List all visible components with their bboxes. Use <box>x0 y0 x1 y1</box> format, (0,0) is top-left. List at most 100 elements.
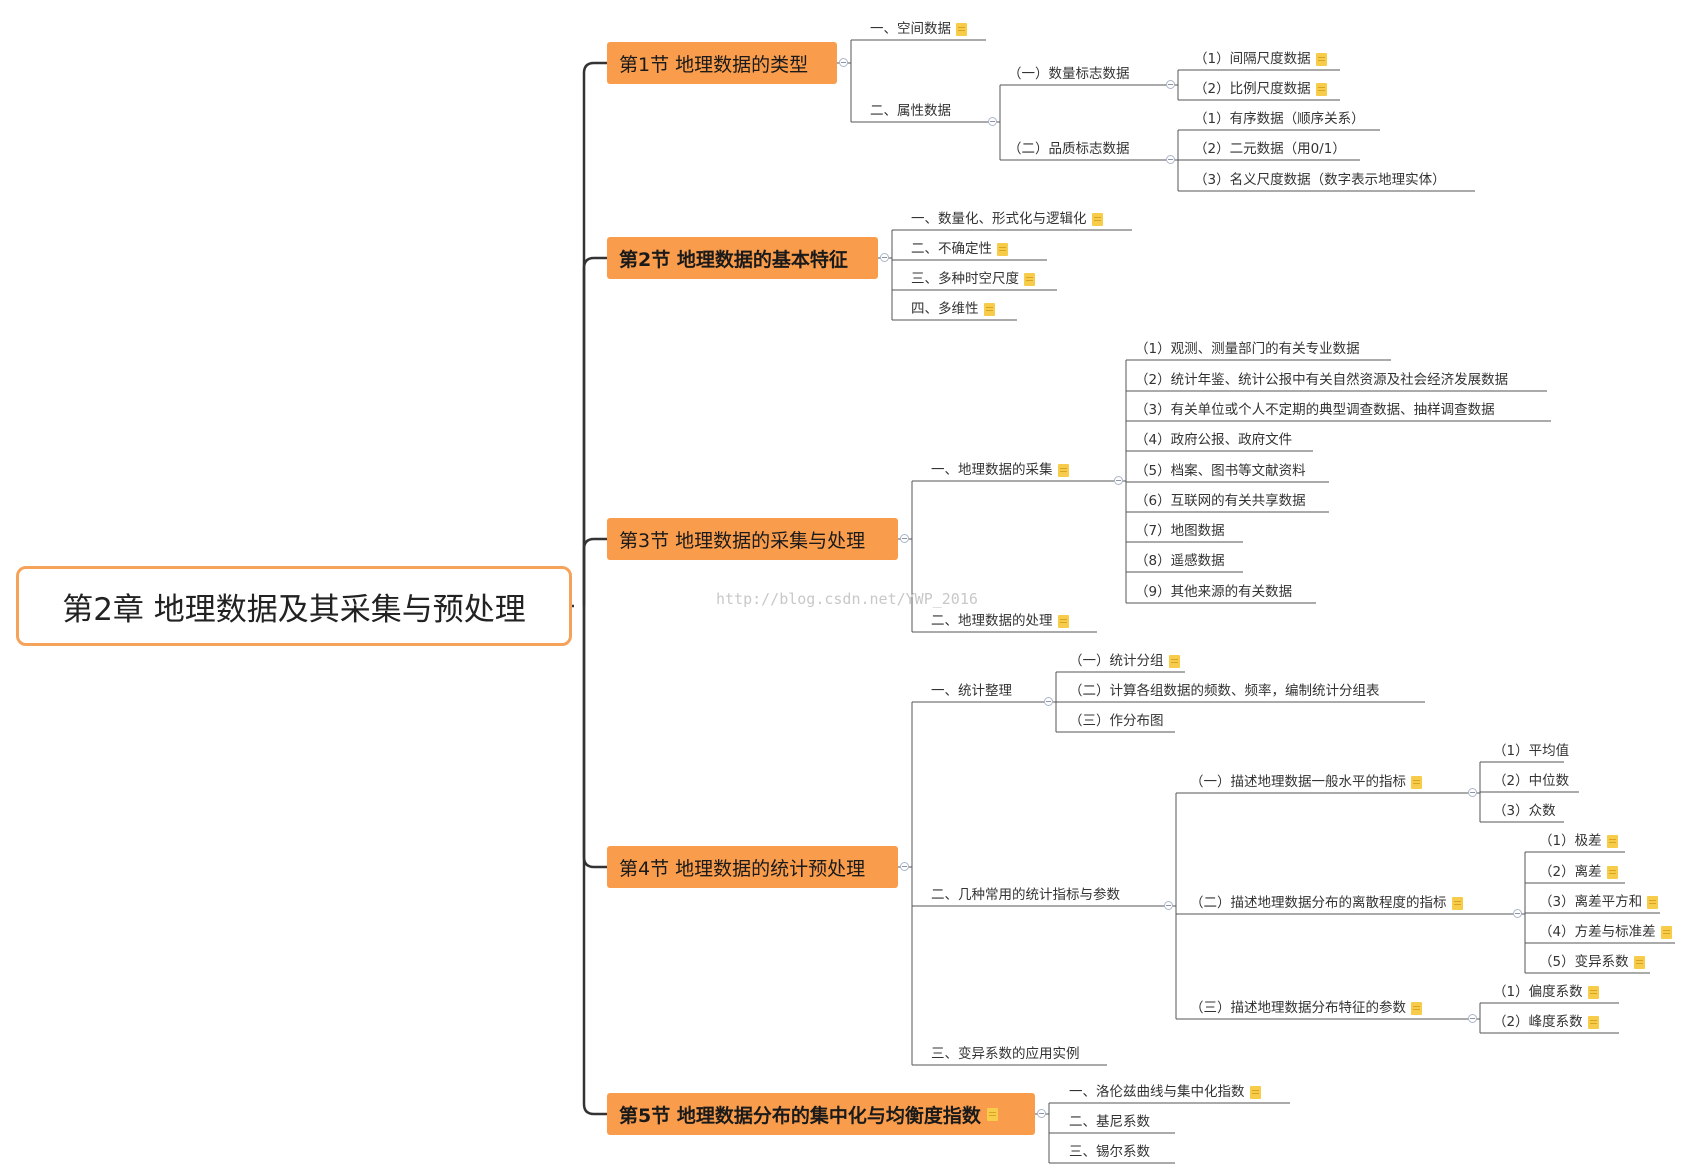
topic-node[interactable]: （4）政府公报、政府文件 <box>1135 431 1292 449</box>
note-icon[interactable] <box>997 242 1008 256</box>
topic-node[interactable]: 一、地理数据的采集 <box>931 461 1069 479</box>
topic-node[interactable]: （3）名义尺度数据（数字表示地理实体） <box>1194 171 1446 189</box>
collapse-toggle-icon[interactable] <box>1037 1109 1046 1118</box>
topic-label: （1）间隔尺度数据 <box>1194 51 1311 67</box>
section-topic-3[interactable]: 第3节 地理数据的采集与处理 <box>607 518 898 560</box>
topic-label: （一）描述地理数据一般水平的指标 <box>1190 774 1406 790</box>
note-icon[interactable] <box>983 302 995 316</box>
topic-node[interactable]: 二、地理数据的处理 <box>931 612 1069 630</box>
topic-label: （二）品质标志数据 <box>1008 141 1130 157</box>
topic-node[interactable]: 二、几种常用的统计指标与参数 <box>931 886 1120 904</box>
topic-label: 一、空间数据 <box>870 21 951 37</box>
topic-node[interactable]: （4）方差与标准差 <box>1539 923 1672 941</box>
collapse-toggle-icon[interactable] <box>1468 1014 1477 1023</box>
collapse-toggle-icon[interactable] <box>1468 788 1477 797</box>
topic-node[interactable]: 一、洛伦兹曲线与集中化指数 <box>1069 1083 1261 1101</box>
collapse-toggle-icon[interactable] <box>988 117 997 126</box>
topic-node[interactable]: （5）档案、图书等文献资料 <box>1135 462 1306 480</box>
note-icon[interactable] <box>1647 895 1659 909</box>
topic-node[interactable]: 一、数量化、形式化与逻辑化 <box>911 210 1103 228</box>
topic-node[interactable]: （二）品质标志数据 <box>1008 140 1130 158</box>
collapse-toggle-icon[interactable] <box>839 58 848 67</box>
note-icon[interactable] <box>1633 955 1645 969</box>
note-icon[interactable] <box>1411 775 1422 789</box>
section-topic-label: 第3节 地理数据的采集与处理 <box>619 529 866 552</box>
note-icon[interactable] <box>1249 1085 1261 1099</box>
collapse-toggle-icon[interactable] <box>880 253 889 262</box>
topic-node[interactable]: 二、基尼系数 <box>1069 1113 1150 1131</box>
topic-node[interactable]: （6）互联网的有关共享数据 <box>1135 492 1306 510</box>
topic-node[interactable]: （3）有关单位或个人不定期的典型调查数据、抽样调查数据 <box>1135 401 1495 419</box>
note-icon[interactable] <box>1315 82 1327 96</box>
topic-node[interactable]: （1）极差 <box>1539 832 1618 850</box>
note-icon[interactable] <box>1057 614 1069 628</box>
note-icon[interactable] <box>1587 1015 1599 1029</box>
collapse-toggle-icon[interactable] <box>900 534 909 543</box>
topic-label: （8）遥感数据 <box>1135 553 1225 569</box>
topic-label: 一、洛伦兹曲线与集中化指数 <box>1069 1084 1245 1100</box>
topic-node[interactable]: 三、变异系数的应用实例 <box>931 1045 1080 1063</box>
note-icon[interactable] <box>1091 212 1103 226</box>
note-icon[interactable] <box>1024 272 1035 286</box>
section-topic-5[interactable]: 第5节 地理数据分布的集中化与均衡度指数 <box>607 1093 1035 1135</box>
topic-node[interactable]: 二、属性数据 <box>870 102 951 120</box>
topic-node[interactable]: （二）计算各组数据的频数、频率，编制统计分组表 <box>1069 682 1380 700</box>
topic-node[interactable]: （二）描述地理数据分布的离散程度的指标 <box>1190 894 1463 912</box>
topic-label: （5）变异系数 <box>1539 954 1629 970</box>
collapse-toggle-icon[interactable] <box>1166 80 1175 89</box>
topic-node[interactable]: （8）遥感数据 <box>1135 552 1225 570</box>
section-topic-4[interactable]: 第4节 地理数据的统计预处理 <box>607 846 898 888</box>
topic-node[interactable]: （三）描述地理数据分布特征的参数 <box>1190 999 1422 1017</box>
note-icon[interactable] <box>1660 925 1672 939</box>
topic-node[interactable]: （1）偏度系数 <box>1493 983 1599 1001</box>
topic-node[interactable]: （1）间隔尺度数据 <box>1194 50 1327 68</box>
root-topic[interactable]: 第2章 地理数据及其采集与预处理 <box>16 566 572 646</box>
topic-node[interactable]: 三、锡尔系数 <box>1069 1143 1150 1161</box>
topic-node[interactable]: （2）离差 <box>1539 863 1618 881</box>
note-icon[interactable] <box>1587 985 1599 999</box>
note-icon[interactable] <box>1411 1001 1422 1015</box>
note-icon[interactable] <box>1451 896 1463 910</box>
topic-label: （2）比例尺度数据 <box>1194 81 1311 97</box>
topic-node[interactable]: （三）作分布图 <box>1069 712 1164 730</box>
collapse-toggle-icon[interactable] <box>1513 909 1522 918</box>
topic-node[interactable]: （1）有序数据（顺序关系） <box>1194 110 1365 128</box>
topic-node[interactable]: 二、不确定性 <box>911 240 1008 258</box>
topic-node[interactable]: 一、空间数据 <box>870 20 967 38</box>
note-icon[interactable] <box>1057 463 1069 477</box>
collapse-toggle-icon[interactable] <box>1114 476 1123 485</box>
topic-node[interactable]: （一）描述地理数据一般水平的指标 <box>1190 773 1422 791</box>
topic-node[interactable]: （2）二元数据（用0/1） <box>1194 140 1346 158</box>
topic-node[interactable]: （2）比例尺度数据 <box>1194 80 1327 98</box>
topic-label: （9）其他来源的有关数据 <box>1135 584 1293 600</box>
topic-node[interactable]: 三、多种时空尺度 <box>911 270 1035 288</box>
topic-node[interactable]: （1）平均值 <box>1493 742 1569 760</box>
topic-node[interactable]: （5）变异系数 <box>1539 953 1645 971</box>
topic-label: （4）方差与标准差 <box>1539 924 1656 940</box>
section-topic-2[interactable]: 第2节 地理数据的基本特征 <box>607 237 878 279</box>
topic-node[interactable]: 一、统计整理 <box>931 682 1012 700</box>
topic-node[interactable]: （2）中位数 <box>1493 772 1569 790</box>
note-icon[interactable] <box>956 22 967 36</box>
collapse-toggle-icon[interactable] <box>1166 155 1175 164</box>
note-icon[interactable] <box>1315 52 1327 66</box>
topic-node[interactable]: （1）观测、测量部门的有关专业数据 <box>1135 340 1360 358</box>
note-icon[interactable] <box>986 1107 998 1121</box>
collapse-toggle-icon[interactable] <box>1164 901 1173 910</box>
section-connector <box>582 256 607 606</box>
note-icon[interactable] <box>1606 834 1618 848</box>
topic-node[interactable]: （2）统计年鉴、统计公报中有关自然资源及社会经济发展数据 <box>1135 371 1508 389</box>
topic-node[interactable]: （一）统计分组 <box>1069 652 1180 670</box>
topic-node[interactable]: 四、多维性 <box>911 300 995 318</box>
topic-node[interactable]: （3）离差平方和 <box>1539 893 1659 911</box>
topic-node[interactable]: （2）峰度系数 <box>1493 1013 1599 1031</box>
topic-node[interactable]: （9）其他来源的有关数据 <box>1135 583 1292 601</box>
collapse-toggle-icon[interactable] <box>1044 697 1053 706</box>
note-icon[interactable] <box>1168 654 1180 668</box>
topic-node[interactable]: （3）众数 <box>1493 802 1556 820</box>
note-icon[interactable] <box>1606 865 1618 879</box>
topic-node[interactable]: （一）数量标志数据 <box>1008 65 1130 83</box>
collapse-toggle-icon[interactable] <box>900 862 909 871</box>
topic-node[interactable]: （7）地图数据 <box>1135 522 1225 540</box>
section-topic-1[interactable]: 第1节 地理数据的类型 <box>607 42 837 84</box>
